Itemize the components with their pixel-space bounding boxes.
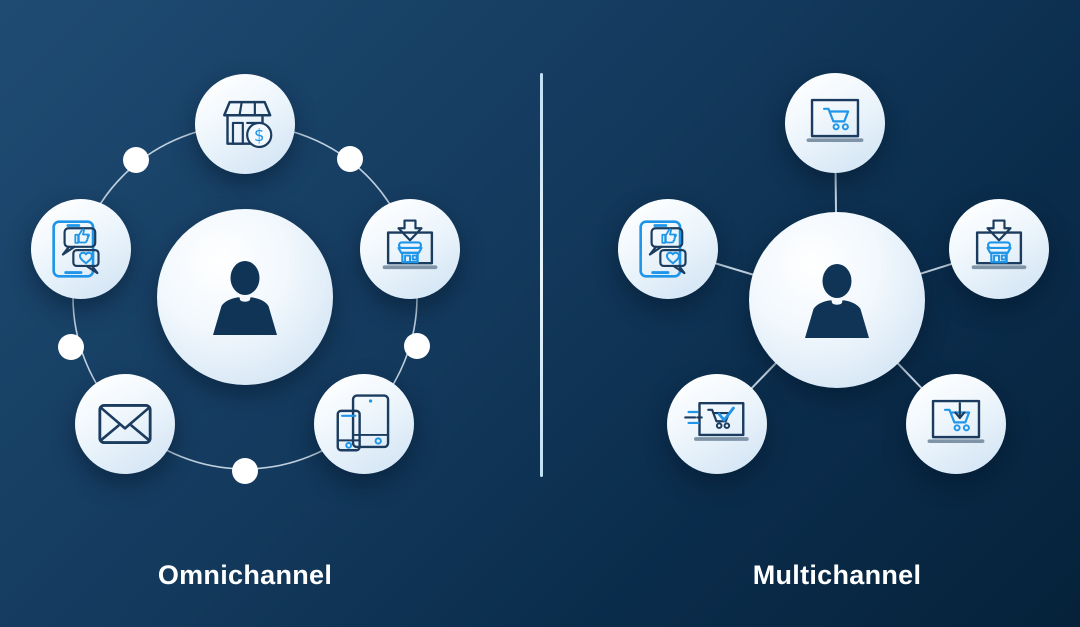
laptop-cart-download-icon	[927, 399, 985, 444]
multichannel-node-webshop	[785, 73, 885, 173]
omnichannel-node-social	[31, 199, 131, 299]
tablet-social-icon	[639, 220, 687, 278]
multichannel-node-express-order	[667, 374, 767, 474]
tablet-social-icon	[52, 220, 100, 278]
store-dollar-icon: $	[223, 100, 273, 149]
multichannel-center-customer	[749, 212, 925, 388]
omnichannel-node-store: $	[195, 74, 295, 174]
laptop-store-download-icon	[971, 219, 1027, 270]
multichannel-label: Multichannel	[752, 560, 922, 590]
laptop-store-download-icon	[382, 219, 438, 270]
laptop-cart-icon	[806, 98, 864, 143]
vertical-divider	[540, 73, 543, 477]
multichannel-node-social	[618, 199, 718, 299]
omnichannel-node-online-store	[360, 199, 460, 299]
multichannel-node-cart-download	[906, 374, 1006, 474]
person-icon	[805, 264, 869, 338]
omnichannel-node-mobile-devices	[314, 374, 414, 474]
omnichannel-label: Omnichannel	[157, 560, 333, 590]
ring-dots	[58, 146, 430, 484]
phone-tablet-icon	[336, 394, 390, 452]
omnichannel-center-customer	[157, 209, 333, 385]
multichannel-node-online-store	[949, 199, 1049, 299]
omnichannel-node-email	[75, 374, 175, 474]
dollar-symbol: $	[254, 126, 264, 145]
laptop-cart-express-icon	[684, 402, 749, 441]
person-icon	[213, 261, 277, 335]
envelope-icon	[98, 403, 152, 445]
